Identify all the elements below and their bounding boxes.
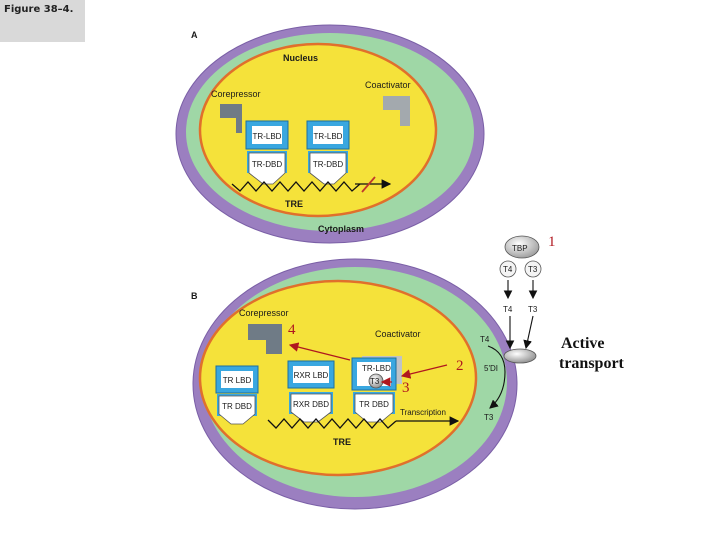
t4-arrow-label: T4: [503, 305, 513, 314]
annotation-2: 2: [456, 358, 464, 374]
t3-circle: [524, 260, 542, 278]
tr-dbd-inner-a2: [309, 152, 347, 185]
corepressor-shape-a: [220, 104, 242, 133]
coactivator-label-a: Coactivator: [365, 80, 411, 90]
bound-t3-label: T3: [370, 377, 380, 386]
annotation-4: 4: [288, 322, 296, 338]
tr-dbd-label-b-left: TR DBD: [222, 402, 252, 411]
t4-intracellular-label: T4: [480, 335, 490, 344]
nucleus-label-a: Nucleus: [283, 53, 318, 63]
annotation-arrow-2: [400, 364, 448, 379]
figure-label-box: Figure 38–4.: [0, 0, 85, 42]
tr-lbd-label-b-left: TR LBD: [223, 376, 252, 385]
tr-lbd-label-a2: TR-LBD: [314, 132, 343, 141]
t3-arrow-label: T3: [528, 305, 538, 314]
coactivator-label-b: Coactivator: [375, 329, 421, 339]
deiodinase-label: 5'DI: [484, 364, 498, 373]
tr-dbd-inner-a1: [248, 152, 286, 185]
corepressor-label-a: Corepressor: [211, 89, 261, 99]
tr-dbd-label-a1: TR-DBD: [252, 160, 282, 169]
t4-circle: [499, 260, 517, 278]
tre-label-b: TRE: [333, 437, 351, 447]
cytoplasm-label-a: Cytoplasm: [318, 224, 364, 234]
block-mark-a: [361, 176, 376, 193]
annotation-arrow-4: [288, 342, 351, 361]
tbp-protein: [504, 235, 540, 259]
t3-intracellular-label: T3: [484, 413, 494, 422]
t4-label: T4: [503, 265, 513, 274]
t3-label: T3: [528, 265, 538, 274]
panel-a-letter: A: [191, 30, 198, 40]
membrane-transporter: [503, 348, 537, 364]
annotation-3: 3: [402, 380, 410, 396]
tr-dbd-label-a2: TR-DBD: [313, 160, 343, 169]
figure-label: Figure 38–4.: [4, 4, 74, 15]
tbp-label: TBP: [512, 244, 528, 253]
tr-lbd-inner-a2: [313, 126, 343, 144]
coactivator-shape-a: [383, 96, 410, 126]
tr-lbd-label-a1: TR-LBD: [253, 132, 282, 141]
dna-strand-b: [267, 418, 397, 429]
dna-strand-a: [231, 181, 361, 192]
tr-lbd-label-b-right: TR-LBD: [362, 364, 391, 373]
corepressor-shape-b: [248, 324, 282, 354]
tr-dbd-inner-b-right: [354, 393, 394, 423]
tr-dbd-inner-b-left: [218, 395, 256, 425]
panel-b-letter: B: [191, 291, 198, 301]
active-transport-line1: Active: [561, 335, 605, 352]
rxr-lbd-inner: [293, 366, 329, 383]
t3-transport-arrow: [523, 315, 534, 350]
tr-lbd-inner-a1: [252, 126, 282, 144]
active-transport-line2: transport: [559, 355, 625, 372]
transcription-label: Transcription: [400, 408, 446, 417]
rxr-lbd-label: RXR LBD: [294, 371, 329, 380]
corepressor-label-b: Corepressor: [239, 308, 289, 318]
tre-label-a: TRE: [285, 199, 303, 209]
deiodination-arrow: [487, 345, 506, 409]
tr-dbd-label-b-right: TR DBD: [359, 400, 389, 409]
rxr-dbd-label: RXR DBD: [293, 400, 329, 409]
tr-lbd-inner-b-left: [221, 371, 253, 388]
annotation-1: 1: [548, 234, 556, 250]
